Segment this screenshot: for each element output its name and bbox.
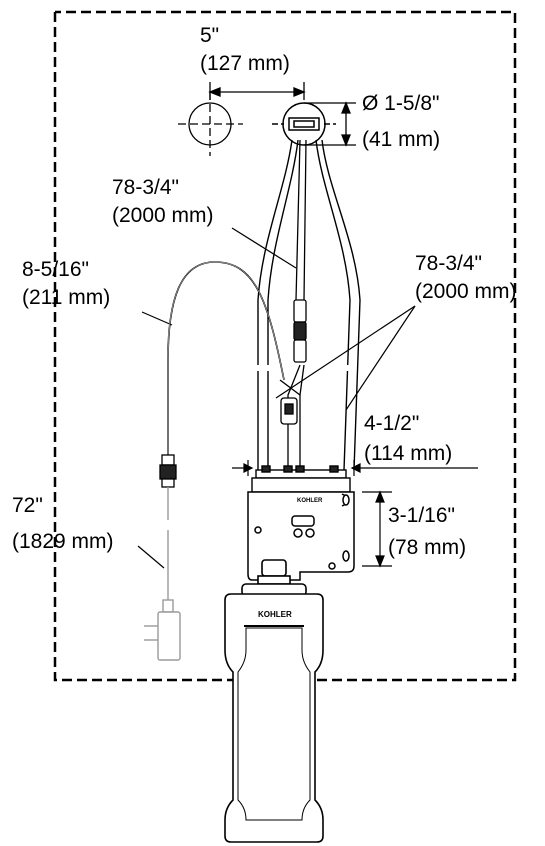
hole-diameter-metric-label: (41 mm): [362, 128, 440, 151]
right-hose-imperial-label: 78-3/4": [415, 252, 482, 275]
spacing-metric-label: (127 mm): [200, 52, 290, 75]
power-cable: [167, 261, 285, 455]
supply-hoses: [256, 139, 361, 471]
upper-hose-imperial-label: 78-3/4": [112, 176, 179, 199]
cable-connectors: [280, 299, 307, 425]
right-hose-metric-label: (2000 mm): [415, 280, 517, 303]
faucet-hole: [272, 102, 336, 146]
spacing-dimension-line: [208, 82, 306, 100]
box-height-dimension-line: [362, 490, 392, 568]
left-hole-marker: [178, 92, 243, 156]
adapter-cord-metric-label: (1829 mm): [12, 530, 114, 553]
cable-length-metric-label: (211 mm): [22, 286, 110, 309]
box-height-imperial-label: 3-1/16": [388, 504, 455, 527]
upper-hose-metric-label: (2000 mm): [112, 204, 214, 227]
adapter-cord-leader: [137, 545, 165, 569]
hole-diameter-dimension-line: [304, 101, 356, 147]
cabinet-outline: [53, 10, 517, 682]
control-box-logo: KOHLER: [297, 498, 323, 504]
right-hose-leaders: [275, 305, 416, 411]
control-box-collar: [251, 465, 351, 493]
power-connector: [159, 454, 177, 488]
control-box: [247, 491, 355, 581]
box-width-imperial-label: 4-1/2": [364, 412, 419, 435]
power-adapter: [144, 599, 181, 661]
hole-diameter-imperial-label: Ø 1-5/8": [362, 92, 440, 115]
upper-hose-leader: [231, 227, 297, 269]
spacing-imperial-label: 5": [200, 24, 219, 47]
cable-length-imperial-label: 8-5/16": [22, 258, 89, 281]
battery-pack: [224, 559, 324, 843]
box-height-metric-label: (78 mm): [388, 536, 466, 559]
adapter-cord-imperial-label: 72": [12, 494, 43, 517]
battery-logo: KOHLER: [258, 610, 292, 619]
box-width-metric-label: (114 mm): [364, 442, 452, 465]
cable-length-leader: [141, 311, 173, 326]
box-width-dimension-line: [232, 460, 478, 476]
